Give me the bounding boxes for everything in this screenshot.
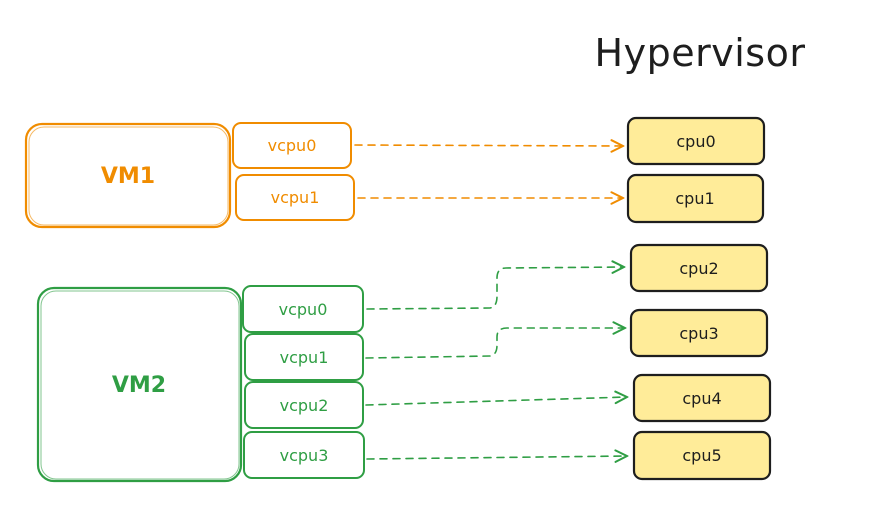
vm2-box	[36, 286, 243, 483]
vm2-vcpu3-box	[243, 431, 365, 479]
cpu0-box	[626, 116, 766, 166]
arrow-vm2-vcpu3-to-cpu5	[366, 456, 627, 459]
cpu-column: cpu0 cpu1 cpu2 cpu3 cpu4 cpu5	[626, 116, 772, 481]
cpu3-box	[629, 308, 769, 358]
vm2-vcpu0-label: vcpu0	[279, 300, 328, 319]
vm1-vcpu1-label: vcpu1	[271, 188, 320, 207]
cpu1-label: cpu1	[675, 189, 714, 208]
arrow-vm1-vcpu0-to-cpu0	[354, 145, 623, 146]
vm1-box	[24, 122, 232, 229]
cpu1-box	[626, 173, 765, 224]
vm2-vcpu0-box	[242, 285, 364, 333]
cpu2-label: cpu2	[679, 259, 718, 278]
cpu4-box	[632, 373, 772, 423]
vm1-label: VM1	[101, 164, 155, 189]
vm1-vcpu0-box	[232, 122, 352, 169]
mapping-arrows	[354, 145, 627, 459]
arrow-vm2-vcpu2-to-cpu4	[365, 397, 627, 406]
vm1-vcpu1-box	[235, 174, 355, 221]
cpu4-label: cpu4	[682, 389, 721, 408]
vm2-vcpu1-label: vcpu1	[280, 348, 329, 367]
arrow-vm2-vcpu1-to-cpu3	[365, 328, 625, 359]
cpu5-box	[632, 430, 772, 481]
cpu3-label: cpu3	[679, 324, 718, 343]
arrow-vm2-vcpu0-to-cpu2	[366, 267, 624, 310]
vm2-group: VM2 vcpu0 vcpu1 vcpu2 vcpu3	[36, 285, 365, 483]
vm2-vcpu2-box	[244, 381, 364, 429]
vm2-vcpu1-box	[244, 333, 364, 381]
cpu0-label: cpu0	[676, 132, 715, 151]
vm2-vcpu3-label: vcpu3	[280, 446, 329, 465]
vm1-vcpu0-label: vcpu0	[268, 136, 317, 155]
diagram-title: Hypervisor	[595, 31, 806, 75]
vm2-label: VM2	[112, 373, 166, 398]
cpu2-box	[629, 243, 769, 293]
vm1-group: VM1 vcpu0 vcpu1	[24, 122, 355, 229]
vm2-vcpu2-label: vcpu2	[280, 396, 329, 415]
cpu5-label: cpu5	[682, 446, 721, 465]
